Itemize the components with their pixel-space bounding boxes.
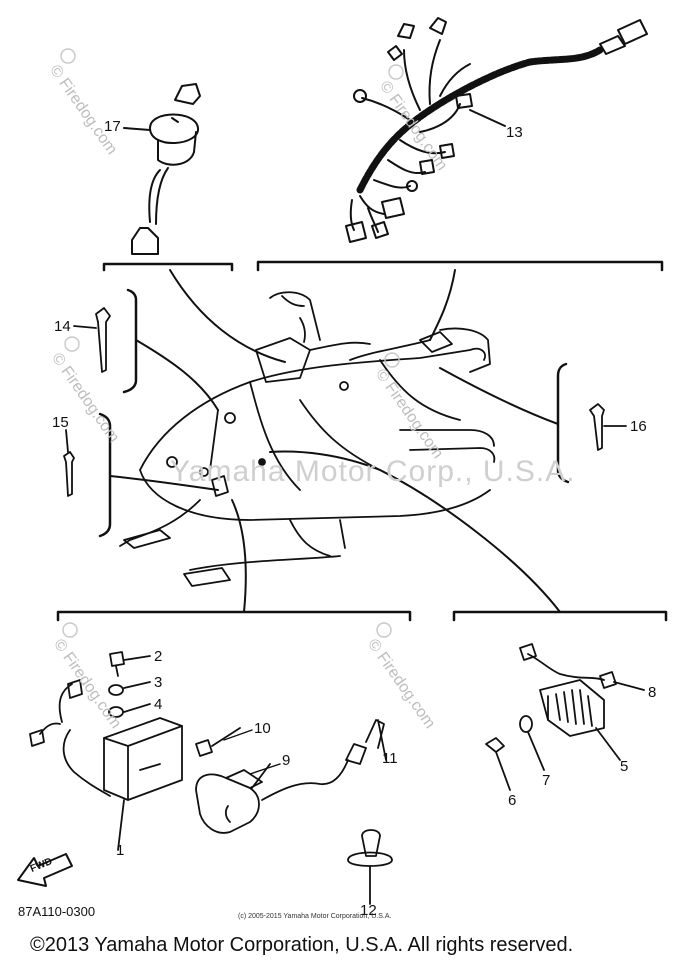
callout-5: 5 (620, 758, 629, 775)
part-1-cdi-unit (29, 679, 183, 851)
parts-5-6-7-8-regulator (485, 643, 645, 791)
snowmobile-body (119, 291, 496, 587)
callout-7: 7 (542, 772, 551, 789)
callout-leaders (223, 729, 281, 775)
callout-9: 9 (282, 752, 291, 769)
callout-2: 2 (154, 648, 163, 665)
callout-12: 12 (360, 902, 377, 919)
callout-13: 13 (506, 124, 523, 141)
callout-10: 10 (254, 720, 271, 737)
watermark-copyright-icon (60, 48, 404, 638)
callout-1: 1 (116, 842, 125, 859)
diagram-code: 87A110-0300 (18, 904, 96, 919)
callout-8: 8 (648, 684, 657, 701)
bracket-lines (56, 260, 668, 622)
callout-17: 17 (104, 118, 121, 135)
parts-9-10-11-12-ignition-coil (195, 719, 393, 905)
callout-16: 16 (630, 418, 647, 435)
parts-2-3-4-fasteners (108, 651, 151, 718)
tiny-copyright: (c) 2005-2015 Yamaha Motor Corporation, … (238, 913, 392, 920)
clips-14-15-16 (63, 307, 627, 497)
part-17-main-switch (123, 83, 201, 255)
callout-6: 6 (508, 792, 517, 809)
callout-14: 14 (54, 318, 71, 335)
callout-11: 11 (382, 750, 398, 767)
fwd-arrow-icon (17, 853, 73, 887)
leader-curves (109, 269, 561, 613)
copyright-notice: ©2013 Yamaha Motor Corporation, U.S.A. A… (30, 934, 574, 956)
callout-4: 4 (154, 696, 163, 713)
callout-15: 15 (52, 414, 69, 431)
part-13-wire-harness (345, 17, 648, 243)
callout-3: 3 (154, 674, 163, 691)
watermark-center: Yamaha Motor Corp., U.S.A. (170, 455, 576, 488)
